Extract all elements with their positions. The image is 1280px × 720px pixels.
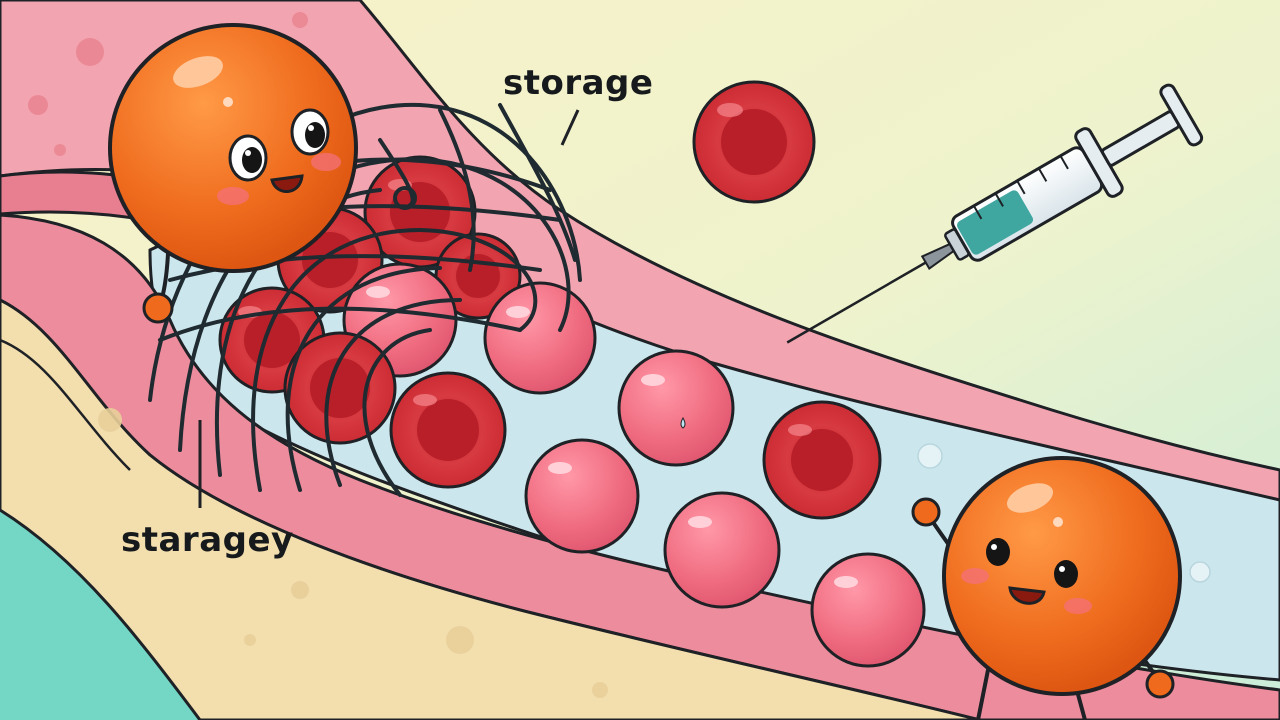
tan-inner-line bbox=[0, 338, 131, 471]
left-mascot bbox=[108, 23, 358, 324]
tan-spots bbox=[98, 408, 608, 698]
tissue-spots bbox=[28, 12, 308, 156]
callout-line-top bbox=[560, 109, 580, 146]
pink-cell bbox=[810, 552, 926, 668]
right-mascot bbox=[911, 456, 1182, 720]
red-blood-cell bbox=[389, 371, 507, 489]
label-storage: storage bbox=[503, 63, 654, 103]
tan-tissue bbox=[0, 298, 981, 720]
red-blood-cell bbox=[762, 400, 882, 520]
pink-cell bbox=[483, 281, 597, 395]
label-staragey: staragey bbox=[121, 520, 294, 560]
pink-cell bbox=[663, 491, 781, 609]
pink-cell bbox=[617, 349, 735, 467]
syringe-icon bbox=[786, 83, 1204, 344]
floating-red-blood-cell bbox=[692, 80, 816, 204]
pink-cell bbox=[524, 438, 640, 554]
